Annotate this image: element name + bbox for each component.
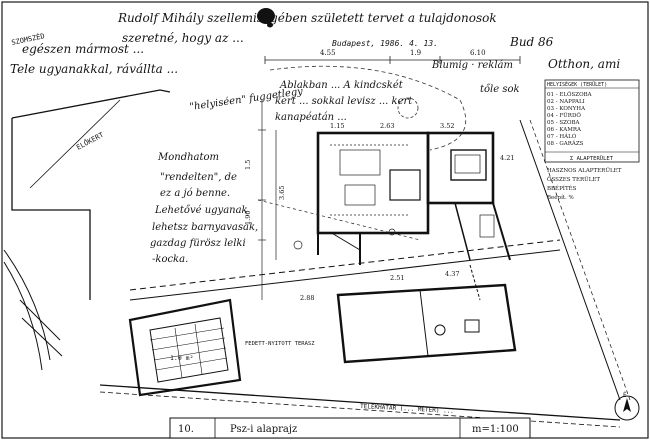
dim-h-4: 2.51 <box>390 274 404 282</box>
terrace-block <box>336 264 517 364</box>
right-note: tőle sok <box>480 84 520 95</box>
dim-v-3: 3.65 <box>278 186 286 200</box>
north-label: É <box>623 391 627 399</box>
note-date: Budapest, 1986. 4. 13. <box>332 39 438 48</box>
top-dimension-chain <box>264 56 521 64</box>
center-note-1: Ablakban ... A kindcskét <box>279 80 404 91</box>
legend-extra-row: BEÉPÍTÉS <box>547 184 577 192</box>
sheet-title: Psz-i alaprajz <box>230 424 297 435</box>
note-line-1: Rudolf Mihály szellemiségében született … <box>117 11 497 25</box>
tree-canopy-outline <box>269 65 467 151</box>
vertical-dimensions <box>258 100 277 300</box>
dim-v-1: 1.5 <box>244 160 252 170</box>
tree-marker <box>397 97 419 119</box>
title-block: 10. Psz-i alaprajz m=1:100 <box>169 417 531 439</box>
plot-boundary <box>11 89 631 428</box>
note-otthon: Otthon, ami <box>548 57 620 71</box>
mondhatom-7: -kocka. <box>152 254 188 265</box>
ink-blot <box>257 8 275 24</box>
garage-area-label: 1.0 m² <box>170 354 193 362</box>
legend-row: 03 - KONYHA <box>547 106 586 112</box>
interior-furnishing <box>257 144 495 250</box>
dim-h-5: 4.37 <box>445 270 459 278</box>
note-blumig: Blumig · reklám <box>431 60 513 71</box>
dim-h-1: 1.15 <box>330 122 344 130</box>
room-bath <box>450 149 487 181</box>
note-line-2: szeretné, hogy az ... <box>122 31 244 45</box>
dim-h-2: 2.63 <box>380 122 394 130</box>
legend-title: HELYISÉGEK (TERÜLET) <box>547 80 607 88</box>
note-line-3: egészen mármost ... <box>22 42 144 56</box>
center-note-2: kert ... sokkal levisz ... kert <box>275 96 413 107</box>
dim-v-2: 1.90 <box>244 211 252 225</box>
dim-top-1: 4.55 <box>320 49 336 57</box>
north-arrow: É <box>614 391 640 421</box>
center-note-3: kanapéatán ... <box>275 112 347 123</box>
legend-row: 07 - HÁLÓ <box>547 132 577 140</box>
note-line-4: Tele ugyanakkal, rávállta ... <box>10 62 178 76</box>
room-entry <box>389 169 421 201</box>
sheet-scale: m=1:100 <box>472 424 519 435</box>
fixture-sink <box>464 319 480 333</box>
note-signature: Bud 86 <box>509 35 554 49</box>
dim-top-2: 1.9 <box>410 49 421 57</box>
legend-extra-row: HASZNOS ALAPTERÜLET <box>547 167 622 174</box>
ink-blot-drip <box>267 22 273 28</box>
mondhatom-3: ez a jó benne. <box>160 188 230 199</box>
room-kitchen <box>426 131 495 205</box>
mondhatom-1: Mondhatom <box>157 152 219 163</box>
dim-h-6: 4.21 <box>500 154 514 162</box>
legend-extra-row: Beépít. % <box>547 194 574 201</box>
room-living <box>316 131 430 235</box>
legend-extra-row: ÖSSZES TERÜLET <box>547 176 600 183</box>
mondhatom-6: gazdag fürösz lelki <box>150 238 246 249</box>
left-street <box>3 249 63 371</box>
dim-h-3: 3.52 <box>440 122 454 130</box>
terrace-label: FEDETT-NYITOTT TERASZ <box>245 341 315 347</box>
front-yard-label: ELŐKERT <box>75 130 106 152</box>
legend-row: 08 - GARÁZS <box>547 140 584 147</box>
fixture-circle <box>434 324 446 336</box>
handwritten-notes: Rudolf Mihály szellemiségében született … <box>10 11 620 76</box>
legend-total: Σ ALAPTERÜLET <box>570 155 614 162</box>
house-walls <box>316 131 511 265</box>
legend-row: 06 - KAMRA <box>547 127 582 133</box>
sheet-number: 10. <box>178 424 194 435</box>
dim-top-3: 6.10 <box>470 49 486 57</box>
mondhatom-2: "rendelten", de <box>160 172 237 183</box>
mondhatom-5: lehetsz barnyavasak, <box>152 222 258 233</box>
mondhatom-4: Lehetővé ugyanak <box>154 205 248 216</box>
legend-row: 01 - ELŐSZOBA <box>547 91 593 98</box>
dim-h-7: 2.88 <box>300 294 314 302</box>
legend-row: 02 - NAPPALI <box>547 99 585 105</box>
legend-row: 05 - SZOBA <box>547 120 580 126</box>
garage-building <box>128 298 242 397</box>
legend-row: 04 - FÜRDŐ <box>547 112 581 119</box>
